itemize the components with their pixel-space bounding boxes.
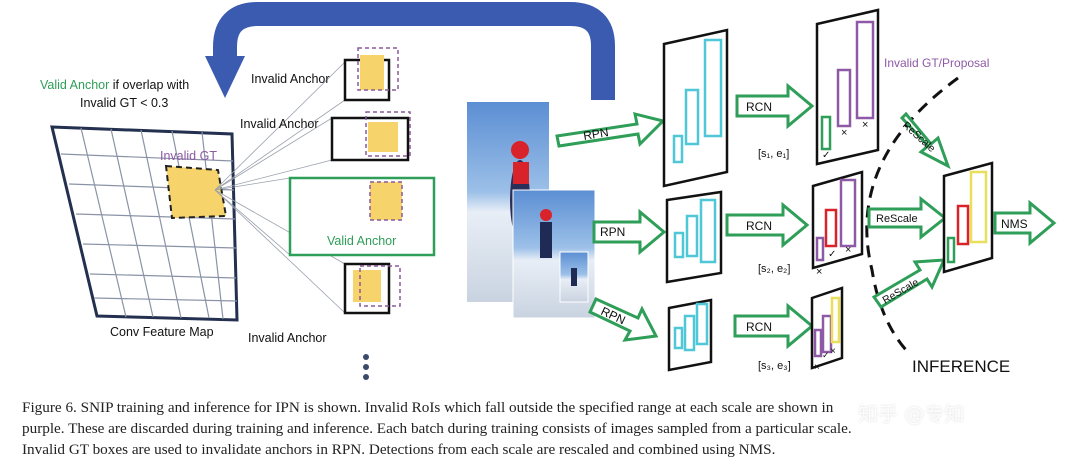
detection-panel-2: × ✓ × [811,170,864,278]
valid-anchor-box [288,176,436,257]
svg-text:RPN: RPN [600,225,625,239]
scale-range-2: [s₂, e₂] [758,263,790,275]
rescale-arrow-2: ReScale [867,195,948,241]
svg-text:✓: ✓ [822,150,830,161]
scale-range-1: [s₁, e₁] [758,148,789,160]
svg-text:ReScale: ReScale [900,119,938,155]
caption-line-2: purple. These are discarded during train… [22,420,852,437]
anchor-gt-dashed-1 [357,47,399,91]
more-anchors-ellipsis [363,354,369,380]
snip-diagram: Valid Anchor if overlap with Invalid GT … [40,2,1057,380]
svg-text:×: × [816,266,822,278]
valid-anchor-note: Valid Anchor if overlap with [40,78,189,92]
feedback-arrow-head [205,56,245,98]
feedback-curved-arrow [213,2,615,100]
combined-panel [942,161,994,274]
svg-text:×: × [841,127,847,139]
svg-text:RCN: RCN [746,219,772,233]
anchor-gt-dashed-3 [359,265,401,307]
svg-text:ReScale: ReScale [876,213,918,225]
conv-feature-map-label: Conv Feature Map [110,325,214,339]
svg-text:RCN: RCN [746,100,772,114]
anchor-gt-dashed-2 [365,111,411,157]
rpn-arrow-2: RPN [592,208,667,256]
rcn-arrow-3: RCN [733,302,815,350]
valid-anchor-gt [369,181,403,221]
nms-arrow: NMS [993,199,1057,247]
caption-line-3: Invalid GT boxes are used to invalidate … [22,441,776,458]
invalid-gt-proposal-label: Invalid GT/Proposal [884,56,989,70]
conv-feature-map [50,125,239,322]
invalid-anchor-label-1: Invalid Anchor [251,72,330,86]
invalid-anchor-label-3: Invalid Anchor [248,331,327,345]
watermark: 知乎 @专知 [858,402,965,426]
rescale-arrow-1: ReScale [899,111,951,170]
svg-text:RCN: RCN [746,320,772,334]
invalid-gt-label: Invalid GT [160,149,217,163]
svg-text:×: × [862,119,868,131]
rcn-arrow-2: RCN [725,201,810,249]
rpn-arrow-1: RPN [555,111,666,148]
svg-text:×: × [830,346,836,357]
svg-text:NMS: NMS [1001,217,1028,231]
rescale-arrow-3: ReScale [871,258,947,310]
rpn-arrow-3: RPN [588,297,659,342]
svg-text:RPN: RPN [582,125,609,143]
scale-range-3: [s₃, e₃] [758,360,791,372]
anchor-gt-1 [360,55,384,90]
valid-anchor-note-line2: Invalid GT < 0.3 [80,96,168,110]
detection-panel-1: ✓ × × [815,8,880,166]
image-pyramid [467,102,596,319]
proposal-panel-3 [667,298,713,372]
inference-label: INFERENCE [912,357,1010,376]
anchor-gt-3 [353,270,381,302]
detection-panel-3: × ✓ × [810,286,844,373]
proposal-panel-1 [662,28,729,188]
svg-text:×: × [814,362,820,373]
invalid-anchor-label-2: Invalid Anchor [240,117,319,131]
valid-anchor-label: Valid Anchor [327,234,396,248]
svg-text:×: × [845,244,851,256]
proposal-panel-2 [665,190,723,284]
figure-caption: Figure 6. SNIP training and inference fo… [22,397,1062,460]
rcn-arrow-1: RCN [735,82,815,130]
svg-text:✓: ✓ [828,249,836,260]
anchor-gt-2 [368,122,398,152]
svg-text:✓: ✓ [822,350,830,360]
caption-line-1: Figure 6. SNIP training and inference fo… [22,399,834,416]
invalid-gt-box [164,164,228,220]
